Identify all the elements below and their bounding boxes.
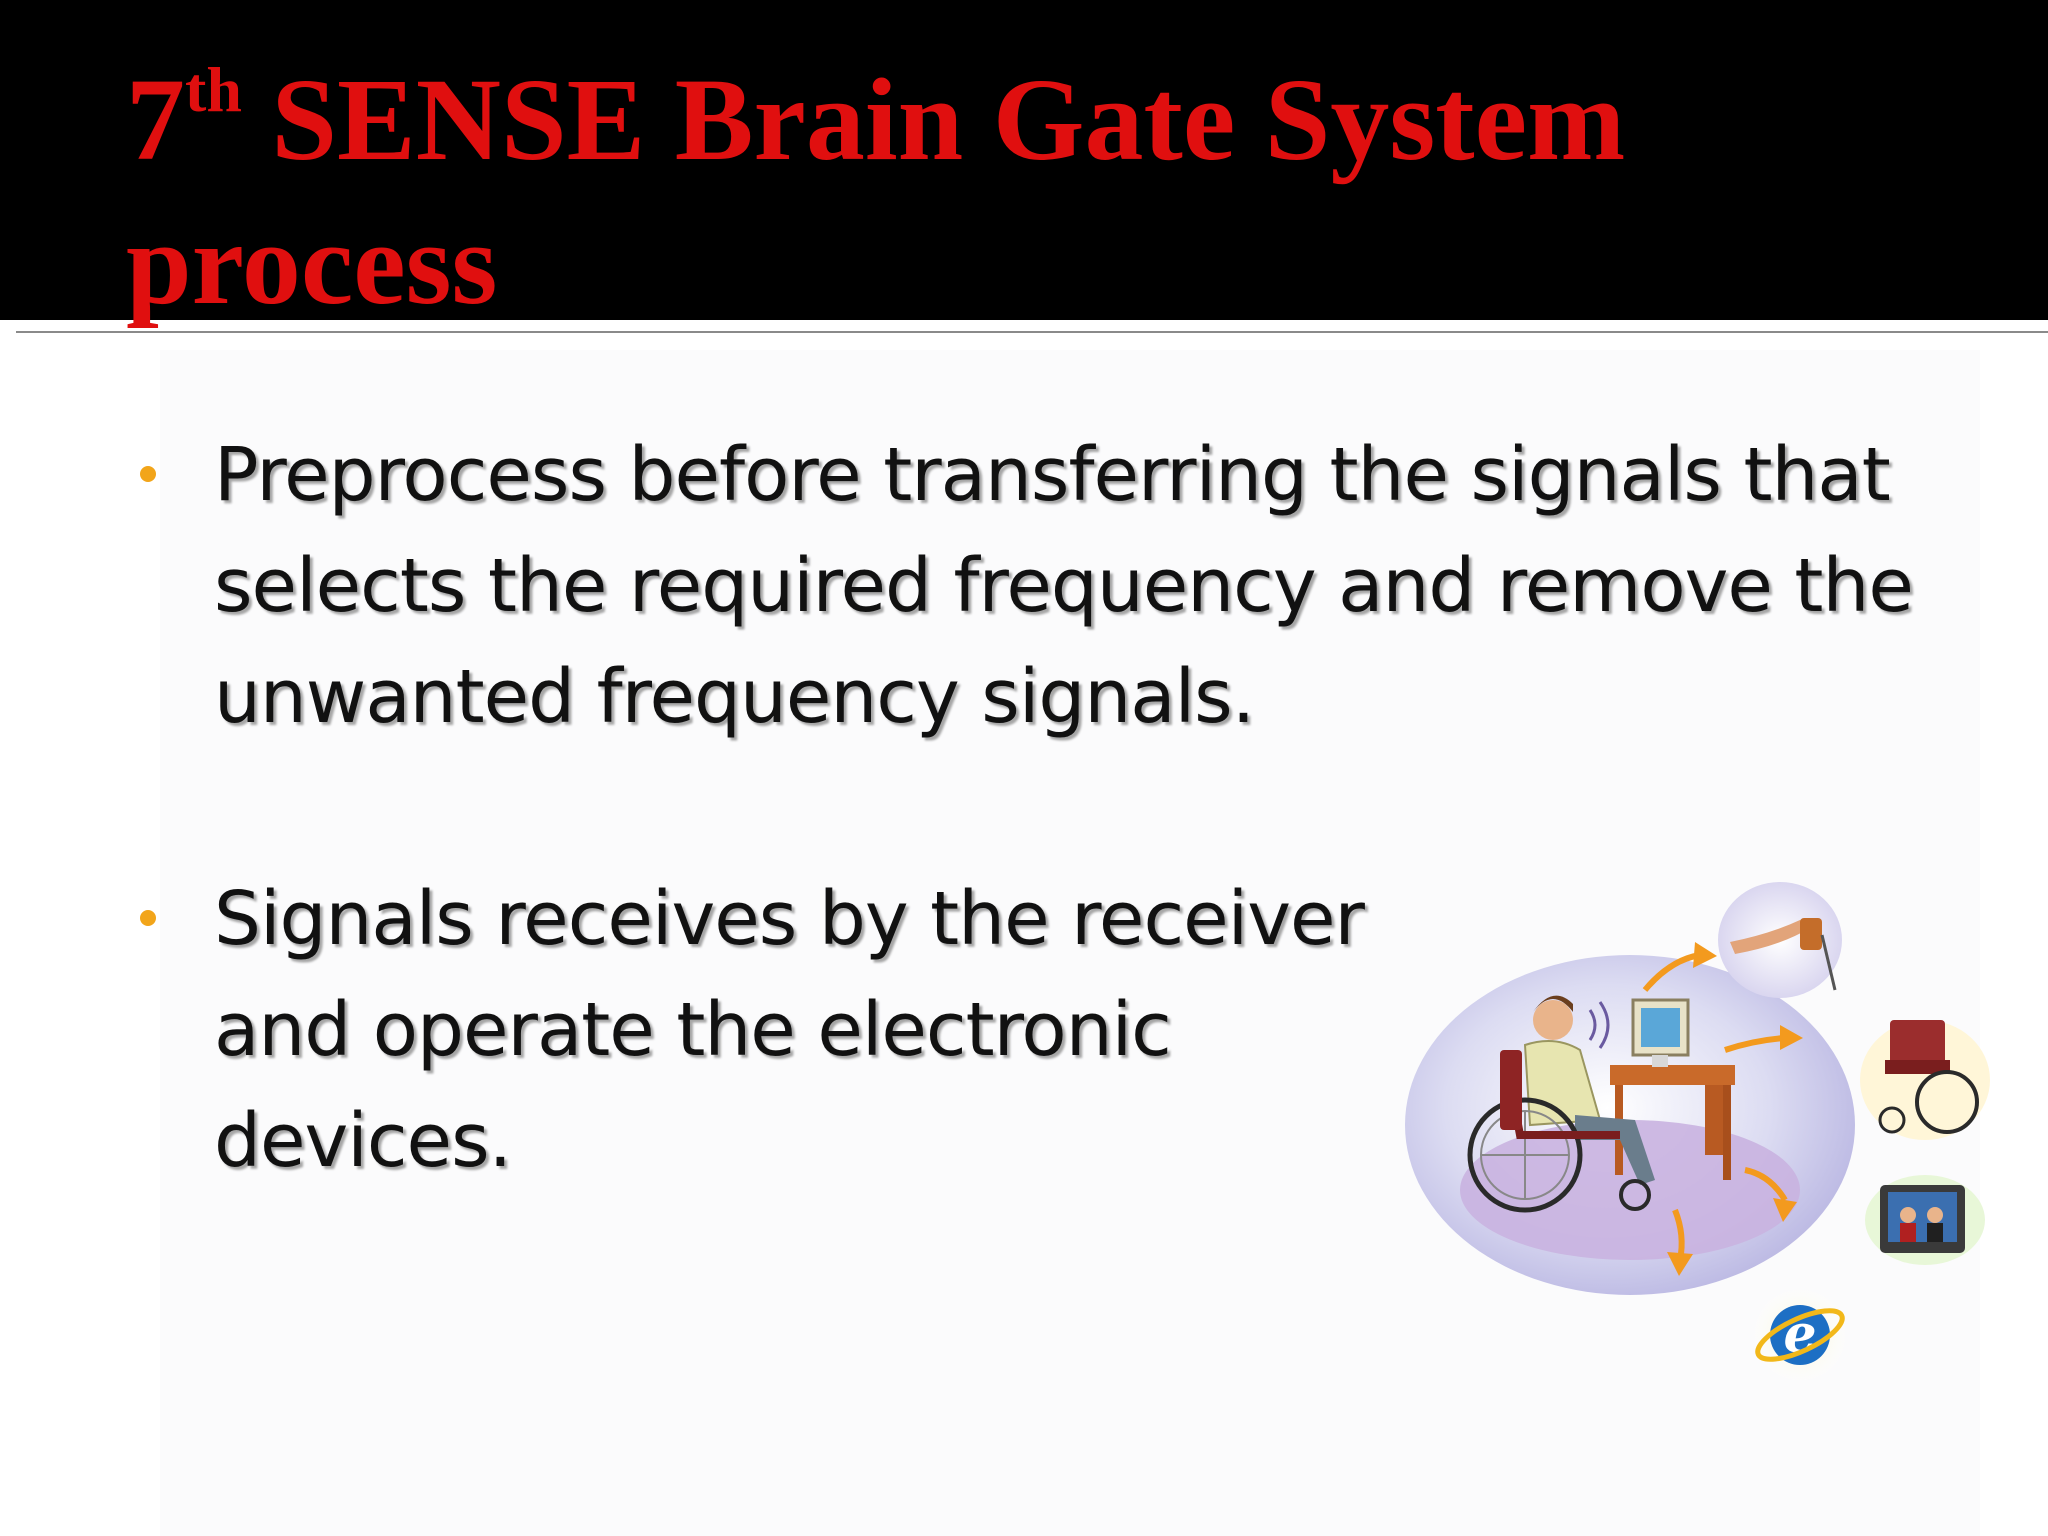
title-text: SENSE Brain Gate System process — [126, 54, 1626, 329]
title-bar: 7th SENSE Brain Gate System process — [0, 0, 2048, 329]
television-icon — [1865, 1175, 1985, 1265]
bullet-text: Signals receives by the receiver and ope… — [214, 876, 1365, 1184]
brain-gate-illustration: e — [1405, 882, 1990, 1387]
internet-explorer-icon: e — [1748, 1283, 1852, 1387]
bullet-item: Preprocess before transferring the signa… — [140, 420, 1914, 753]
slide-title: 7th SENSE Brain Gate System process — [126, 48, 1926, 336]
title-divider — [16, 331, 2048, 333]
title-number: 7 — [126, 54, 185, 185]
bullet-dot-icon — [140, 910, 156, 926]
wheelchair-icon — [1860, 1020, 1990, 1140]
title-superscript: th — [185, 54, 242, 125]
prosthetic-arm-icon — [1718, 882, 1842, 998]
arrow-icons — [1642, 942, 1803, 1276]
bullet-text: Preprocess before transferring the signa… — [214, 432, 1914, 740]
wheelchair-user-icon — [1405, 955, 1855, 1295]
bullet-dot-icon — [140, 466, 156, 482]
content-area — [160, 350, 1980, 1536]
bullet-item: Signals receives by the receiver and ope… — [140, 864, 1394, 1197]
